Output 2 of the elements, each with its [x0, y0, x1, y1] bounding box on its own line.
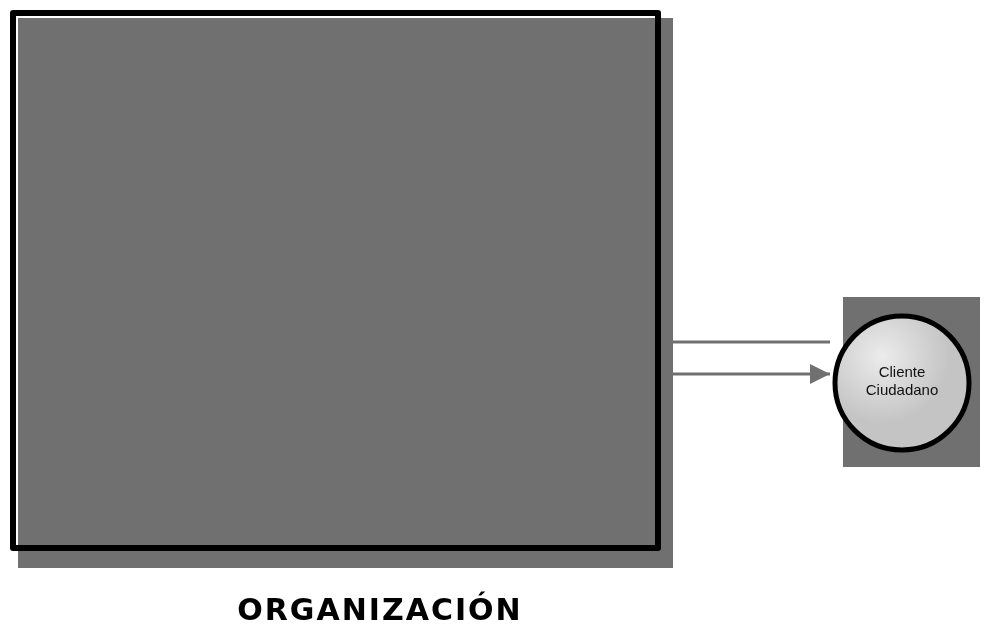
organization-title: ORGANIZACIÓN	[236, 590, 524, 629]
client-label: Cliente Ciudadano	[864, 363, 940, 399]
